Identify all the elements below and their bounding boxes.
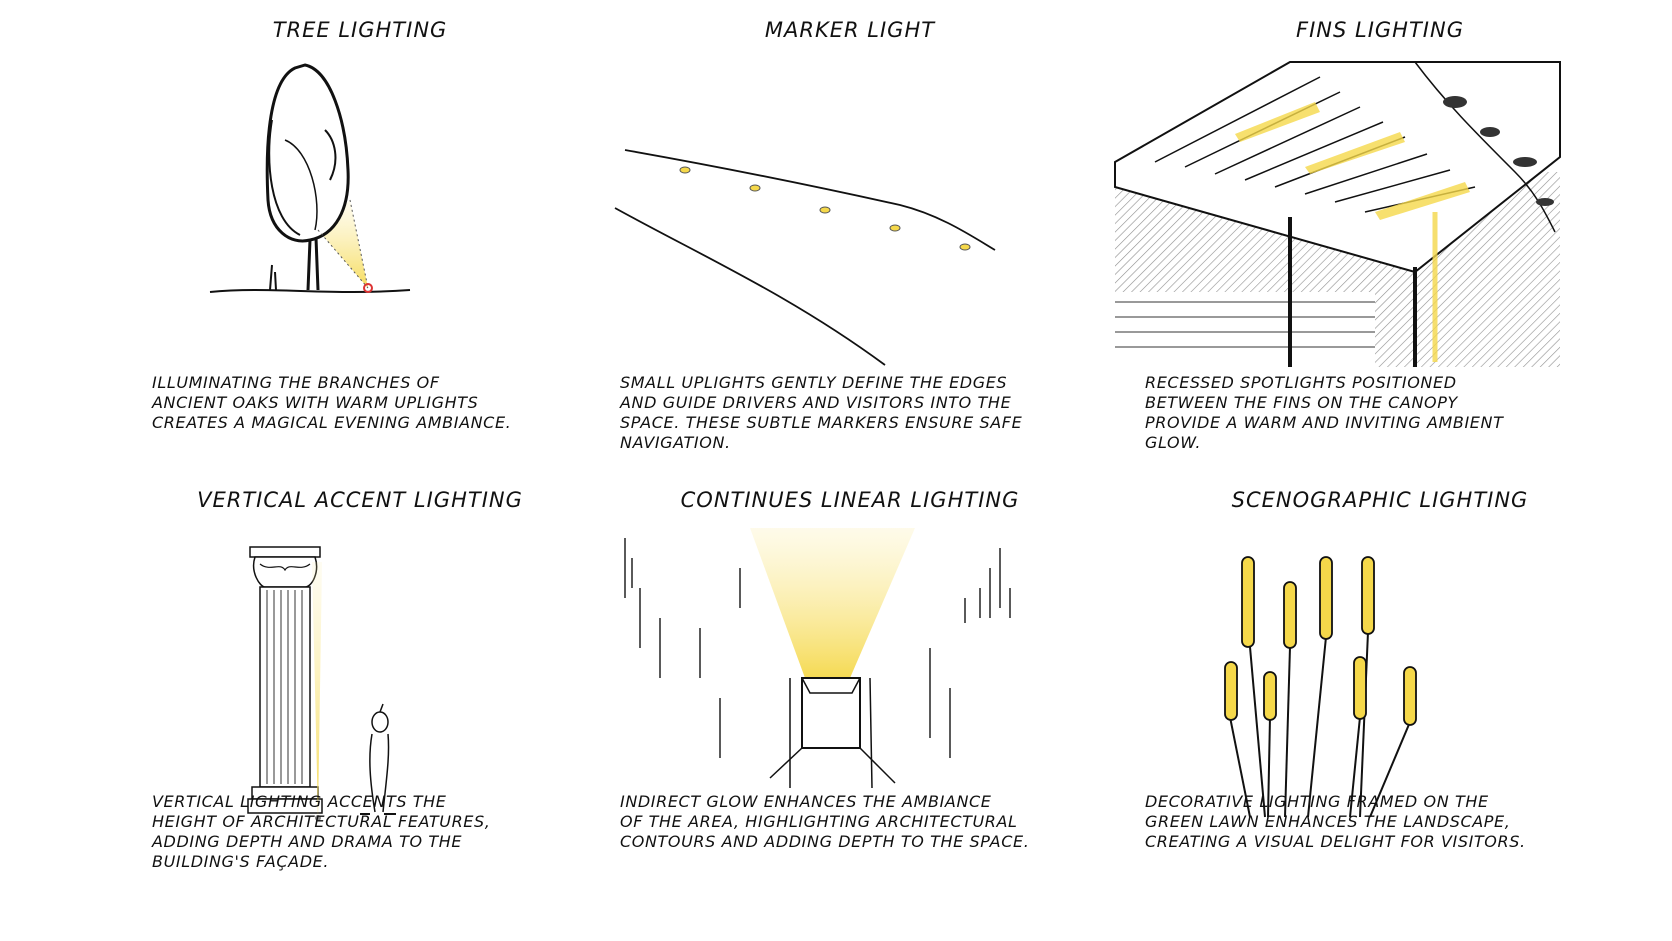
panel-description: ILLUMINATING THE BRANCHES OF ANCIENT OAK… xyxy=(152,373,512,432)
marker-light-5 xyxy=(959,243,971,251)
panel-scenographic-lighting: SCENOGRAPHIC LIGHTING DECORATIVE LIGHTIN… xyxy=(1120,470,1640,940)
panel-title: CONTINUES LINEAR LIGHTING xyxy=(680,488,1020,512)
marker-light-1 xyxy=(679,166,691,174)
marker-light-4 xyxy=(889,224,901,232)
reed-light-8 xyxy=(1403,666,1417,726)
fins-lighting-sketch xyxy=(1114,61,1561,367)
reed-light-1 xyxy=(1241,556,1255,648)
marker-light-3 xyxy=(819,206,831,214)
vertical-accent-sketch xyxy=(247,546,396,821)
panel-title: SCENOGRAPHIC LIGHTING xyxy=(1231,488,1529,512)
marker-light-sketch xyxy=(614,149,996,366)
panel-description: INDIRECT GLOW ENHANCES THE AMBIANCE OF T… xyxy=(620,792,1030,851)
reed-light-4 xyxy=(1263,671,1277,721)
linear-lighting-sketch xyxy=(624,528,1011,789)
marker-light-2 xyxy=(749,184,761,192)
reed-light-6 xyxy=(1361,556,1375,635)
panel-fins-lighting: FINS LIGHTING RECE xyxy=(1114,0,1640,470)
panel-title: MARKER LIGHT xyxy=(764,18,936,42)
panel-marker-light: MARKER LIGHT SMALL UPLIGHTS GENTLY DEFIN… xyxy=(590,0,1110,470)
reed-light-5 xyxy=(1319,556,1333,640)
tree-lighting-sketch xyxy=(209,63,411,293)
panel-title: TREE LIGHTING xyxy=(272,18,448,42)
scenographic-lighting-sketch xyxy=(1224,556,1417,818)
panel-vertical-accent-lighting: VERTICAL ACCENT LIGHTING VERTICAL LIGHTI… xyxy=(100,470,620,940)
panel-continues-linear-lighting: CONTINUES LINEAR LIGHTING INDIRECT GLOW … xyxy=(590,470,1110,940)
reed-light-3 xyxy=(1283,581,1297,649)
panel-title: VERTICAL ACCENT LIGHTING xyxy=(197,488,523,512)
panel-tree-lighting: TREE LIGHTING ILLUMINATING THE BRANCHES … xyxy=(100,0,620,470)
panel-title: FINS LIGHTING xyxy=(1296,18,1464,42)
panel-description: SMALL UPLIGHTS GENTLY DEFINE THE EDGES A… xyxy=(620,373,1023,452)
panel-description: VERTICAL LIGHTING ACCENTS THE HEIGHT OF … xyxy=(152,792,491,871)
reed-light-2 xyxy=(1224,661,1238,721)
reed-light-7 xyxy=(1353,656,1367,720)
panel-description: RECESSED SPOTLIGHTS POSITIONED BETWEEN T… xyxy=(1145,373,1504,452)
panel-description: DECORATIVE LIGHTING FRAMED ON THE GREEN … xyxy=(1145,792,1526,851)
